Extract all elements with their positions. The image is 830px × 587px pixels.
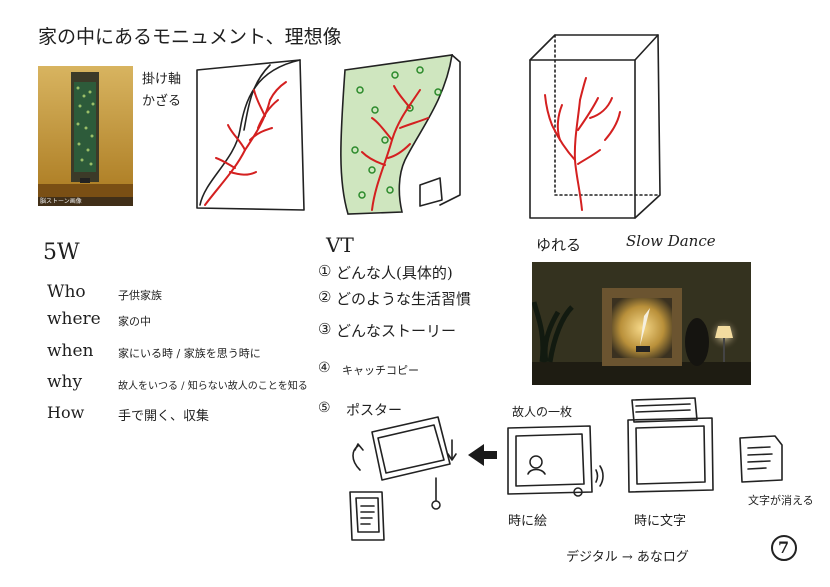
five-w-value-how: 手で開く、収集 bbox=[118, 409, 210, 424]
glass-box-sketch bbox=[529, 34, 661, 219]
five-w-heading: 5W bbox=[43, 240, 80, 265]
five-w-label-how: How bbox=[47, 403, 85, 422]
page-number: 7 bbox=[778, 538, 790, 557]
vt-item-4-marker: ④ bbox=[318, 360, 331, 376]
scroll-tree-sketch bbox=[196, 59, 305, 211]
paper-note-sketch bbox=[739, 435, 783, 483]
five-w-value-why: 故人をいつる / 知らない故人のことを知る bbox=[118, 381, 308, 392]
yureru-label: ゆれる bbox=[536, 236, 582, 254]
hanging-scroll-photo: 脳ストーン画像 bbox=[38, 66, 133, 206]
vt-heading: VT bbox=[326, 233, 354, 257]
vt-item-1-text: どんな人(具体的) bbox=[336, 264, 453, 282]
five-w-value-who: 子供家族 bbox=[118, 289, 162, 302]
vt-item-2-text: どのような生活習慣 bbox=[336, 290, 472, 308]
photo-frame-sketch bbox=[507, 425, 604, 497]
five-w-value-when: 家にいる時 / 家族を思う時に bbox=[118, 347, 261, 360]
vt-item-5-marker: ⑤ bbox=[318, 400, 331, 416]
toki-ni-e-label: 時に絵 bbox=[508, 514, 548, 529]
five-w-label-who: Who bbox=[47, 282, 86, 302]
scroll-note-line2: かざる bbox=[142, 94, 182, 109]
curved-panel-sketch bbox=[340, 54, 461, 215]
five-w-label-when: when bbox=[47, 341, 94, 361]
five-w-value-where: 家の中 bbox=[118, 315, 151, 328]
vt-item-1-marker: ① bbox=[318, 262, 332, 280]
photo-caption: 脳ストーン画像 bbox=[40, 198, 82, 205]
left-arrow-icon bbox=[468, 444, 497, 466]
toki-ni-moji-label: 時に文字 bbox=[634, 514, 687, 529]
text-frame-sketch bbox=[627, 397, 714, 493]
page-number-circle bbox=[771, 535, 797, 561]
digital-analog-label: デジタル → あなログ bbox=[566, 550, 689, 565]
vt-item-3-text: どんなストーリー bbox=[336, 322, 457, 340]
vt-item-4-text: キャッチコピー bbox=[342, 364, 419, 377]
five-w-label-where: where bbox=[47, 309, 101, 329]
vt-item-3-marker: ③ bbox=[318, 320, 332, 338]
page-title: 家の中にあるモニュメント、理想像 bbox=[38, 26, 342, 48]
slow-dance-photo bbox=[532, 262, 751, 385]
small-tablet-sketch bbox=[349, 491, 385, 541]
slow-dance-label: Slow Dance bbox=[626, 232, 716, 250]
vt-item-2-marker: ② bbox=[318, 288, 332, 306]
rotating-device-sketch bbox=[352, 416, 457, 510]
five-w-label-why: why bbox=[47, 372, 83, 392]
photo-label: 故人の一枚 bbox=[512, 405, 573, 419]
vt-item-5-text: ポスター bbox=[346, 403, 402, 419]
scroll-note-line1: 掛け軸 bbox=[142, 72, 182, 87]
moji-kieru-label: 文字が消える bbox=[748, 494, 814, 507]
